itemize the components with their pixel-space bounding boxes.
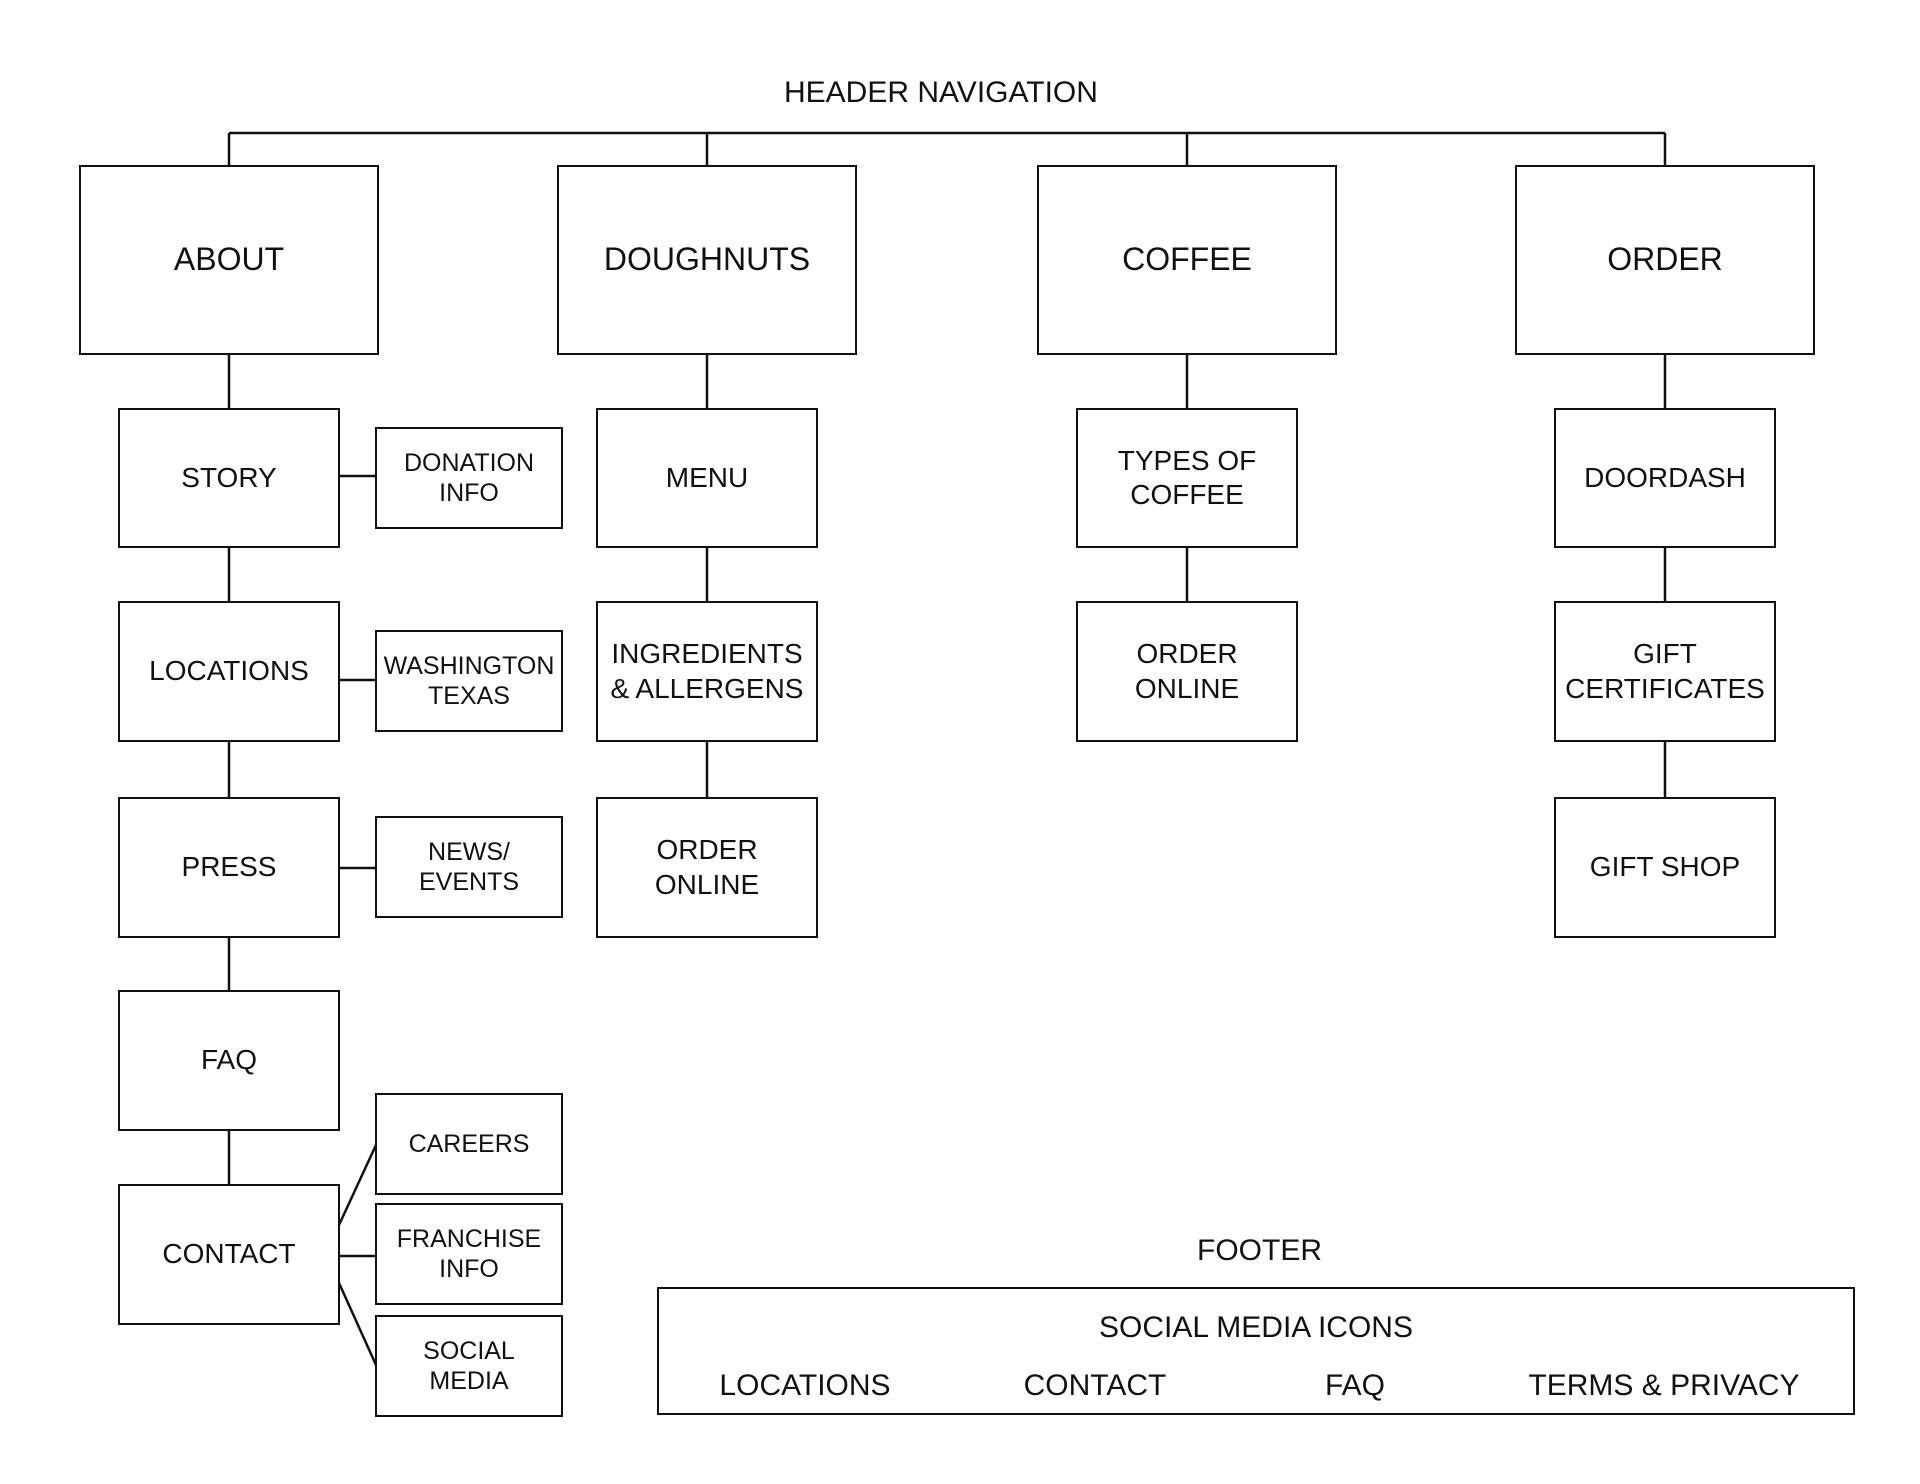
footer-link-faq: FAQ xyxy=(1324,1369,1386,1402)
news-events-box: NEWS/ EVENTS xyxy=(375,816,563,918)
ingredients-allergens-box: INGREDIENTS & ALLERGENS xyxy=(596,601,818,742)
doordash-label: DOORDASH xyxy=(1584,461,1746,493)
footer-link-locations: LOCATIONS xyxy=(719,1369,891,1402)
footer-box: SOCIAL MEDIA ICONS LOCATIONS CONTACT FAQ… xyxy=(657,1287,1855,1415)
washington-texas-box: WASHINGTON TEXAS xyxy=(375,630,563,732)
coffee-order-online-box: ORDER ONLINE xyxy=(1076,601,1298,742)
donation-info-box: DONATION INFO xyxy=(375,427,563,529)
about-label: ABOUT xyxy=(173,241,285,278)
gift-shop-label: GIFT SHOP xyxy=(1589,851,1741,883)
locations-box: LOCATIONS xyxy=(118,601,340,742)
gift-shop-box: GIFT SHOP xyxy=(1554,797,1776,938)
doughnuts-order-online-box: ORDER ONLINE xyxy=(596,797,818,938)
news-label: NEWS/ xyxy=(428,837,510,866)
faq-box: FAQ xyxy=(118,990,340,1131)
story-box: STORY xyxy=(118,408,340,548)
doordash-box: DOORDASH xyxy=(1554,408,1776,548)
doughnuts-label: DOUGHNUTS xyxy=(603,241,811,278)
careers-label: CAREERS xyxy=(408,1129,530,1158)
social-media-icons-label: SOCIAL MEDIA ICONS xyxy=(1099,1311,1413,1344)
about-box: ABOUT xyxy=(79,165,379,355)
ingredients-label: INGREDIENTS xyxy=(611,638,803,670)
franchise-info-label: INFO xyxy=(439,1255,499,1283)
doughnuts-online-label: ONLINE xyxy=(654,868,760,900)
donation-info-line-1: DONATION xyxy=(403,448,535,477)
allergens-label: & ALLERGENS xyxy=(610,672,804,704)
press-box: PRESS xyxy=(118,797,340,938)
press-label: PRESS xyxy=(181,851,277,883)
contact-box: CONTACT xyxy=(118,1184,340,1325)
texas-label: TEXAS xyxy=(428,682,510,710)
social-label: SOCIAL xyxy=(423,1336,515,1365)
types-of-coffee-box: TYPES OF COFFEE xyxy=(1076,408,1298,548)
franchise-label: FRANCHISE xyxy=(396,1224,542,1253)
media-label: MEDIA xyxy=(429,1367,509,1395)
certificates-label: CERTIFICATES xyxy=(1565,672,1765,704)
contact-careers-link xyxy=(337,1144,378,1226)
types-of-label: TYPES OF xyxy=(1117,444,1257,476)
franchise-info-box: FRANCHISE INFO xyxy=(375,1203,563,1305)
doughnuts-order-label: ORDER xyxy=(656,834,758,866)
events-label: EVENTS xyxy=(418,868,520,896)
footer-title: FOOTER xyxy=(1197,1234,1322,1267)
coffee-box: COFFEE xyxy=(1037,165,1337,355)
contact-label: CONTACT xyxy=(162,1238,296,1270)
washington-label: WASHINGTON xyxy=(383,651,555,680)
types-coffee-label: COFFEE xyxy=(1130,479,1244,510)
locations-label: LOCATIONS xyxy=(149,655,309,687)
footer-link-terms-privacy: TERMS & PRIVACY xyxy=(1528,1369,1800,1402)
menu-box: MENU xyxy=(596,408,818,548)
coffee-label: COFFEE xyxy=(1122,241,1252,278)
story-label: STORY xyxy=(181,461,277,493)
menu-label: MENU xyxy=(665,461,749,493)
gift-certificates-box: GIFT CERTIFICATES xyxy=(1554,601,1776,742)
coffee-order-label: ORDER xyxy=(1136,638,1238,670)
order-box: ORDER xyxy=(1515,165,1815,355)
doughnuts-box: DOUGHNUTS xyxy=(557,165,857,355)
coffee-online-label: ONLINE xyxy=(1134,672,1240,704)
contact-social-link xyxy=(337,1282,378,1366)
careers-box: CAREERS xyxy=(375,1093,563,1195)
social-media-box: SOCIAL MEDIA xyxy=(375,1315,563,1417)
donation-info-line-2: INFO xyxy=(439,479,499,507)
footer-link-contact: CONTACT xyxy=(1023,1369,1167,1402)
order-label: ORDER xyxy=(1607,241,1723,278)
gift-label: GIFT xyxy=(1633,638,1697,670)
faq-label: FAQ xyxy=(200,1044,257,1076)
header-navigation-title: HEADER NAVIGATION xyxy=(784,76,1098,109)
